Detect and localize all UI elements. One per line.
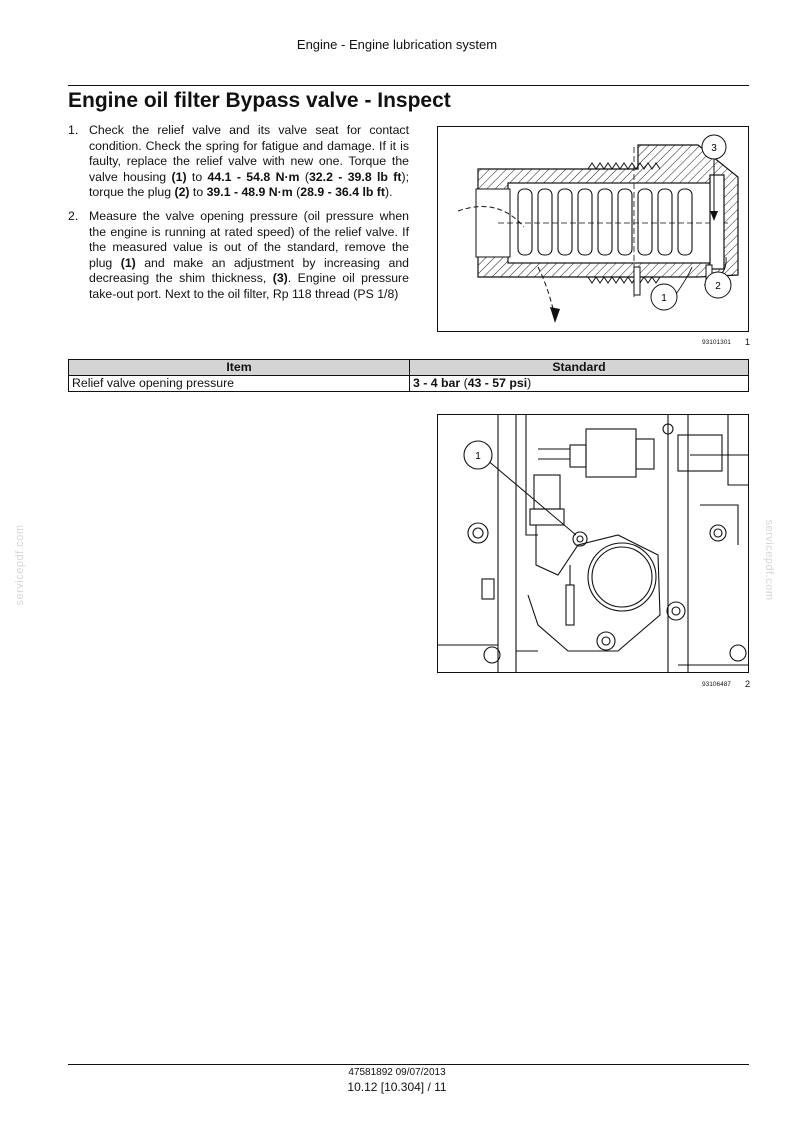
- step-text: (: [299, 169, 309, 184]
- callout-ref: (1): [171, 169, 187, 184]
- watermark-right: servicepdf.com: [763, 519, 775, 601]
- step-1: 1. Check the relief valve and its valve s…: [68, 123, 409, 201]
- figure-oil-pressure-port: 1: [437, 414, 749, 673]
- figure-number: 1: [745, 337, 751, 347]
- step-text: ); torque the plug: [89, 169, 410, 200]
- procedure-steps: 1. Check the relief valve and its valve s…: [68, 123, 409, 311]
- spec-text: ): [527, 376, 532, 390]
- step-text: (: [292, 185, 301, 200]
- step-2: 2. Measure the valve opening pressure (oi…: [68, 209, 409, 303]
- torque-value: 32.2 - 39.8 lb ft: [308, 169, 402, 184]
- running-header: Engine - Engine lubrication system: [296, 37, 498, 52]
- figure-code: 93106487: [702, 681, 731, 688]
- footer-document-id: 47581892 09/07/2013: [348, 1067, 446, 1078]
- torque-value: 28.9 - 36.4 lb ft: [300, 185, 385, 200]
- step-text: Check the relief valve and its valve sea…: [89, 123, 409, 184]
- figure-relief-valve-section: 3 1 2: [437, 126, 749, 332]
- engine-port-drawing: 1: [438, 415, 748, 672]
- step-text: . Engine oil pressure take-out port. Nex…: [89, 271, 409, 301]
- footer-page-number: 10.12 [10.304] / 11: [347, 1080, 447, 1094]
- callout-1: 1: [475, 451, 481, 462]
- footer-rule: [68, 1064, 749, 1065]
- spec-value: 3 - 4 bar: [413, 376, 461, 390]
- step-number: 1.: [68, 123, 79, 137]
- relief-valve-diagram: 3 1 2: [457, 134, 739, 323]
- watermark-left: servicepdf.com: [14, 524, 26, 606]
- step-text: ).: [384, 185, 393, 200]
- step-text: to: [189, 185, 207, 200]
- spec-value: 43 - 57 psi: [467, 376, 528, 390]
- spec-item: Relief valve opening pressure: [68, 375, 410, 392]
- step-number: 2.: [68, 208, 79, 223]
- callout-2: 2: [715, 281, 721, 292]
- callout-3: 3: [711, 143, 717, 154]
- figure-code: 93101301: [702, 339, 731, 346]
- callout-ref: (1): [120, 255, 136, 270]
- spec-standard: 3 - 4 bar (43 - 57 psi): [409, 375, 749, 392]
- spec-text: (: [460, 376, 468, 390]
- spec-table: Item Standard Relief valve opening press…: [68, 359, 749, 392]
- figure-number: 2: [745, 679, 751, 689]
- step-text: and make an adjustment by increasing and…: [89, 255, 409, 286]
- step-text: Measure the valve opening pressure (oil …: [89, 208, 409, 270]
- step-text: to: [186, 169, 208, 184]
- header-rule: [68, 85, 749, 86]
- callout-ref: (2): [174, 185, 190, 200]
- page-title: Engine oil filter Bypass valve - Inspect: [68, 89, 451, 112]
- column-header: Standard: [409, 359, 749, 376]
- column-header: Item: [68, 359, 410, 376]
- table-row: Relief valve opening pressure 3 - 4 bar …: [68, 375, 749, 392]
- torque-value: 44.1 - 54.8 N·m: [207, 169, 300, 184]
- callout-ref: (3): [272, 271, 288, 286]
- callout-1: 1: [661, 293, 667, 304]
- torque-value: 39.1 - 48.9 N·m: [206, 185, 293, 200]
